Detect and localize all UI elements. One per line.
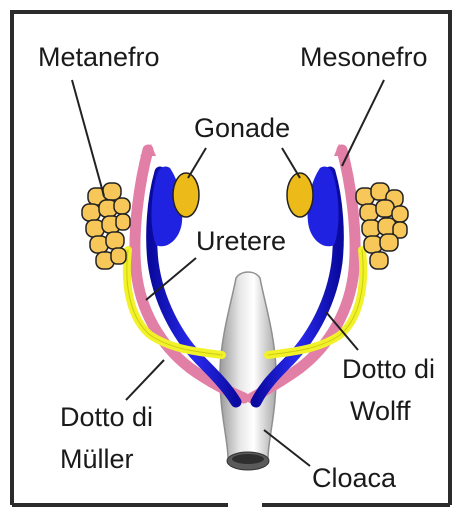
leader-metanefro — [72, 80, 104, 196]
leader-gonade-left — [188, 148, 206, 178]
label-gonade: Gonade — [194, 115, 290, 142]
label-dotto-wolff-2: Wolff — [350, 398, 411, 425]
label-dotto-muller-2: Müller — [60, 446, 134, 473]
label-dotto-wolff-1: Dotto di — [342, 356, 435, 383]
gonad-left — [173, 173, 199, 217]
leader-dotto-muller — [126, 360, 164, 400]
leader-mesonefro — [342, 80, 384, 166]
label-dotto-muller-1: Dotto di — [60, 404, 153, 431]
leader-cloaca — [264, 430, 310, 466]
leader-gonade-right — [282, 148, 300, 178]
label-uretere: Uretere — [196, 228, 286, 255]
label-metanefro: Metanefro — [38, 44, 160, 71]
label-mesonefro: Mesonefro — [300, 44, 428, 71]
label-cloaca: Cloaca — [312, 465, 396, 492]
cloaca-shape — [220, 272, 276, 470]
metanephros-left — [82, 183, 130, 269]
gonad-right — [287, 173, 313, 217]
